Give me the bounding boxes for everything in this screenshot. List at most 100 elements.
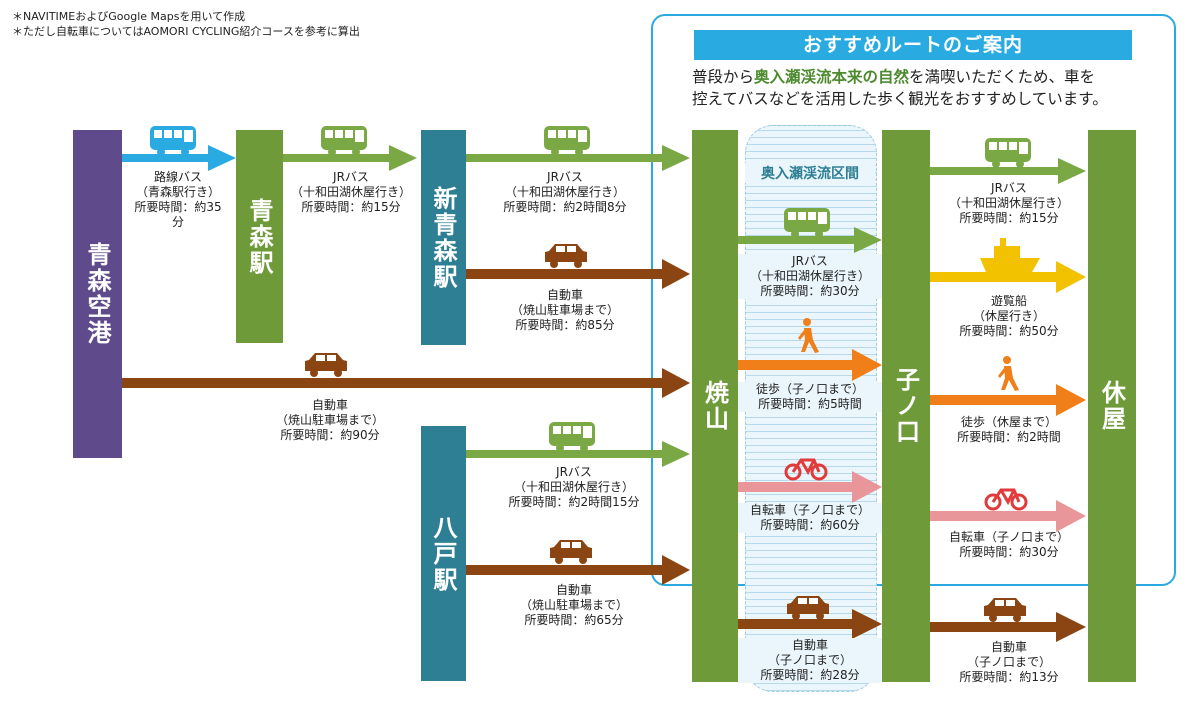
arrow-yakeyama-nenokuchi-walk [738, 318, 882, 381]
route-label-line: （十和田湖休屋行き） [948, 196, 1069, 210]
label-shinaomori-yakeyama-bus: JRバス（十和田湖休屋行き）所要時間：約2時間8分 [490, 170, 640, 215]
route-label-line: 自動車 [311, 398, 348, 412]
route-label-line: 所要時間：約90分 [280, 428, 380, 442]
car-icon [545, 244, 587, 268]
route-label-line: 所要時間：約30分 [959, 545, 1059, 559]
rec-line1-b: を満喫いただくため、車を [909, 68, 1096, 86]
route-label-line: JRバス [991, 181, 1027, 195]
recommended-route-title: おすすめルートのご案内 [694, 30, 1132, 60]
arrow-nenokuchi-yasumiya-bike [930, 476, 1086, 532]
label-neno-yasu-walk: 徒歩（休屋まで）所要時間：約2時間 [934, 415, 1084, 445]
bus-icon [150, 126, 196, 156]
arrow-airport-yakeyama-car [122, 353, 690, 398]
station-yasumiya: 休屋 [1088, 130, 1136, 682]
car-icon [305, 353, 347, 377]
station-aomori-airport: 青森空港 [73, 130, 122, 458]
route-label-line: JRバス [547, 170, 583, 184]
car-icon [984, 598, 1026, 622]
route-label-line: JRバス [792, 254, 828, 268]
walking-person-icon [798, 318, 819, 353]
label-yake-neno-walk: 徒歩（子ノ口まで）所要時間：約5時間 [738, 382, 882, 412]
label-neno-yasu-boat: 遊覧船（休屋行き）所要時間：約50分 [934, 294, 1084, 339]
route-label-line: JRバス [556, 465, 592, 479]
route-label-line: 自転車（子ノ口まで） [749, 503, 870, 517]
arrow-hachinohe-yakeyama-car [466, 540, 690, 585]
label-hachinohe-yakeyama-car: 自動車（焼山駐車場まで）所要時間：約65分 [499, 583, 649, 628]
route-label-line: 所要時間：約13分 [959, 670, 1059, 684]
route-label-line: （十和田湖休屋行き） [290, 185, 411, 199]
arrow-nenokuchi-yasumiya-boat [930, 238, 1086, 293]
bicycle-icon [984, 476, 1028, 511]
route-label-line: JRバス [333, 170, 369, 184]
bus-icon [321, 126, 367, 156]
arrow-yakeyama-nenokuchi-bike [738, 446, 882, 503]
route-label-line: （十和田湖休屋行き） [749, 269, 870, 283]
route-label-line: 自動車 [555, 583, 592, 597]
route-label-line: （焼山駐車場まで） [510, 303, 619, 317]
label-yake-neno-car: 自動車（子ノ口まで）所要時間：約28分 [738, 638, 882, 683]
route-label-line: （焼山駐車場まで） [519, 598, 628, 612]
route-label-line: 所要時間：約15分 [959, 211, 1059, 225]
ship-icon [980, 238, 1040, 272]
route-label-line: 所要時間：約2時間8分 [503, 200, 627, 214]
route-label-line: 所要時間：約65分 [524, 613, 624, 627]
route-label-line: 自動車 [546, 288, 583, 302]
route-label-line: 自動車 [990, 640, 1027, 654]
label-aomori-shinaomori: JRバス（十和田湖休屋行き）所要時間：約15分 [284, 170, 418, 215]
station-nenokuchi: 子ノ口 [882, 130, 930, 682]
route-label-line: 自転車（子ノ口まで） [948, 530, 1069, 544]
route-label-line: 所要時間：約35 [134, 200, 222, 214]
recommended-route-text: 普段から奥入瀬渓流本来の自然を満喫いただくため、車を 控えてバスなどを活用した歩… [692, 66, 1162, 110]
route-label-line: 所要時間：約60分 [760, 518, 860, 532]
label-neno-yasu-bike: 自転車（子ノ口まで）所要時間：約30分 [934, 530, 1084, 560]
label-hachinohe-yakeyama-bus: JRバス（十和田湖休屋行き）所要時間：約2時間15分 [494, 465, 654, 510]
route-label-line: （休屋行き） [972, 309, 1045, 323]
label-yake-neno-bike: 自転車（子ノ口まで）所要時間：約60分 [738, 503, 882, 533]
route-label-line: （焼山駐車場まで） [275, 413, 384, 427]
label-yake-neno-bus: JRバス（十和田湖休屋行き）所要時間：約30分 [738, 254, 882, 299]
station-shin-aomori: 新青森駅 [421, 130, 466, 345]
rec-line1-a: 普段から [692, 68, 755, 86]
arrow-yakeyama-nenokuchi-car [738, 596, 882, 639]
arrow-nenokuchi-yasumiya-walk [930, 356, 1086, 416]
route-label-line: 所要時間：約85分 [515, 318, 615, 332]
label-shinaomori-yakeyama-car: 自動車（焼山駐車場まで）所要時間：約85分 [490, 288, 640, 333]
route-label-line: 遊覧船 [990, 294, 1027, 308]
station-yakeyama: 焼山 [692, 130, 738, 682]
route-label-line: （十和田湖休屋行き） [513, 480, 634, 494]
label-neno-yasu-car: 自動車（子ノ口まで）所要時間：約13分 [934, 640, 1084, 685]
bus-icon [985, 138, 1031, 168]
rec-line1-highlight: 奥入瀬渓流本来の自然 [754, 68, 910, 86]
label-airport-yakeyama-car: 自動車（焼山駐車場まで）所要時間：約90分 [255, 398, 405, 443]
arrow-aomori-shinaomori [283, 126, 417, 171]
rec-line2: 控えてバスなどを活用した歩く観光をおすすめしています。 [692, 90, 1108, 108]
arrow-airport-aomori [122, 126, 236, 171]
arrow-shinaomori-yakeyama-car [466, 244, 690, 289]
route-label-line: 所要時間：約30分 [760, 284, 860, 298]
route-label-line: 分 [171, 215, 184, 229]
station-hachinohe: 八戸駅 [421, 426, 466, 681]
note-source: ＊NAVITIMEおよびGoogle Mapsを用いて作成 [12, 10, 246, 23]
route-label-line: 所要時間：約2時間15分 [508, 495, 640, 509]
walking-person-icon [998, 356, 1019, 391]
route-label-line: （青森駅行き） [135, 185, 220, 199]
route-label-line: （十和田湖休屋行き） [504, 185, 625, 199]
route-label-line: （子ノ口まで） [966, 655, 1051, 669]
route-label-line: 自動車 [791, 638, 828, 652]
bicycle-icon [784, 446, 828, 481]
oirase-zone-label: 奥入瀬渓流区間 [745, 163, 875, 183]
route-label-line: （子ノ口まで） [767, 653, 852, 667]
bus-icon [549, 422, 595, 452]
route-label-line: 路線バス [153, 170, 202, 184]
label-neno-yasu-bus: JRバス（十和田湖休屋行き）所要時間：約15分 [934, 181, 1084, 226]
route-label-line: 所要時間：約5時間 [758, 397, 862, 411]
route-label-line: 所要時間：約28分 [760, 668, 860, 682]
arrow-nenokuchi-yasumiya-bus [930, 138, 1086, 184]
bus-icon [544, 126, 590, 156]
note-cycling: ＊ただし自転車についてはAOMORI CYCLING紹介コースを参考に算出 [12, 25, 360, 38]
route-label-line: 徒歩（子ノ口まで） [755, 382, 864, 396]
arrow-shinaomori-yakeyama-bus [466, 126, 690, 171]
route-label-line: 所要時間：約15分 [301, 200, 401, 214]
